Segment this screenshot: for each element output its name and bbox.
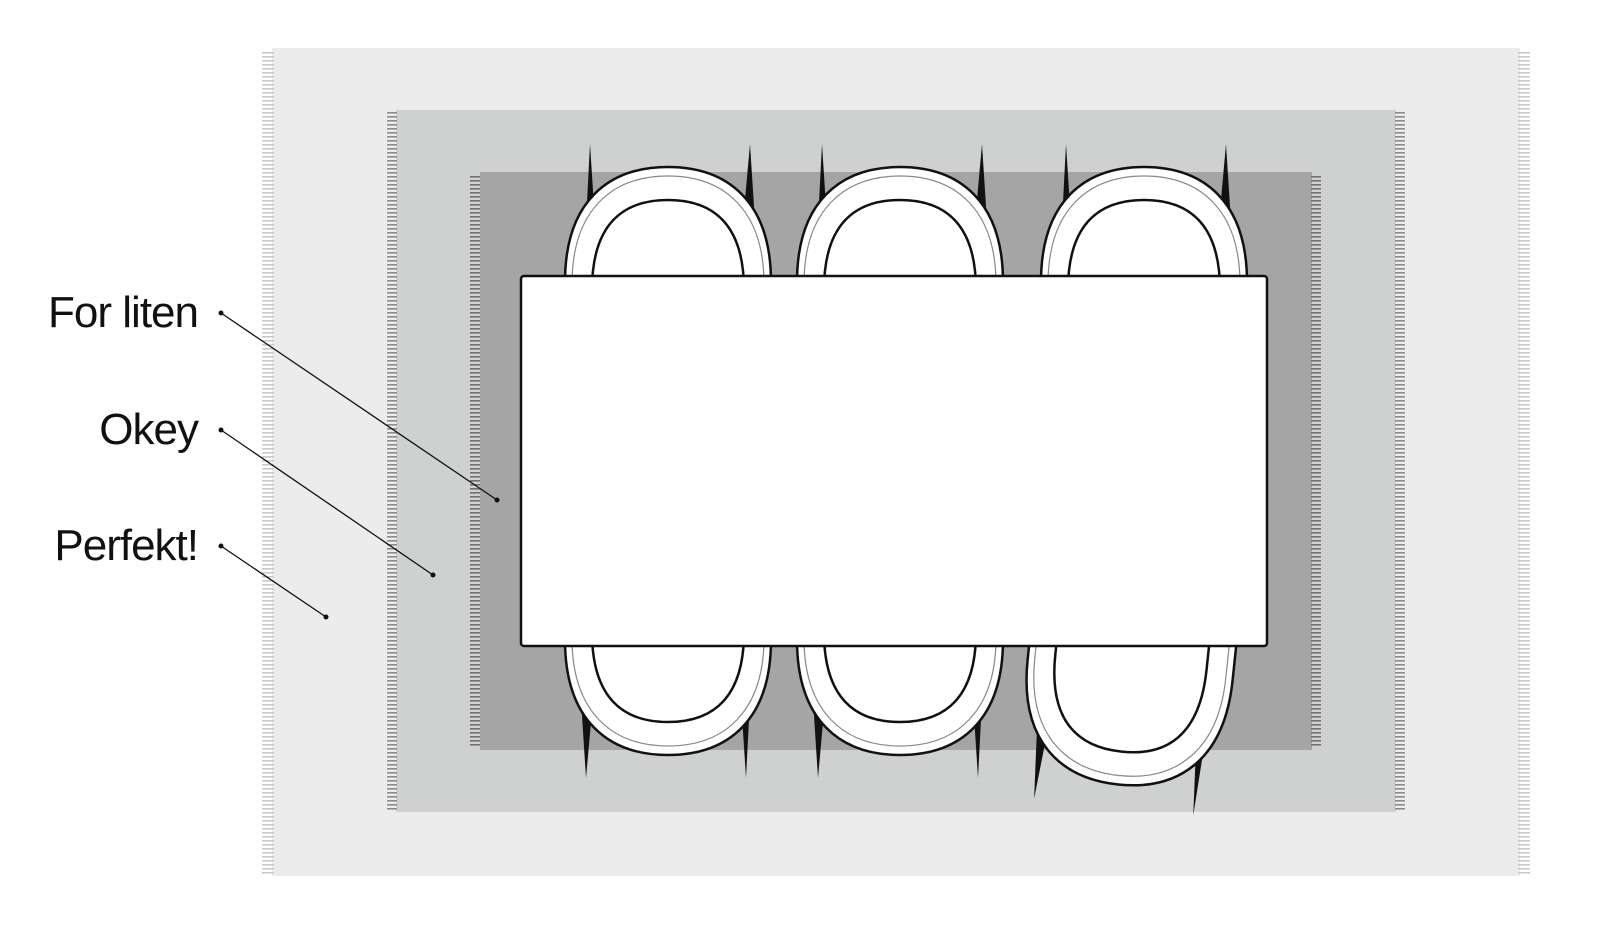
- rug-small-fringe-right: [1311, 174, 1321, 748]
- leader-line-too-small: [218, 310, 500, 503]
- label-too-small: For liten: [48, 288, 198, 337]
- rug-large-fringe-right: [1518, 50, 1530, 874]
- leader-line-okay: [218, 427, 436, 578]
- label-perfect: Perfekt!: [54, 521, 198, 570]
- table-icon: [519, 274, 1269, 648]
- rug-medium-fringe-right: [1395, 112, 1405, 810]
- leader-line-perfect: [218, 543, 329, 620]
- rug-medium-fringe-left: [387, 112, 397, 810]
- rug-small-fringe-left: [470, 174, 480, 748]
- label-okay: Okey: [99, 405, 199, 454]
